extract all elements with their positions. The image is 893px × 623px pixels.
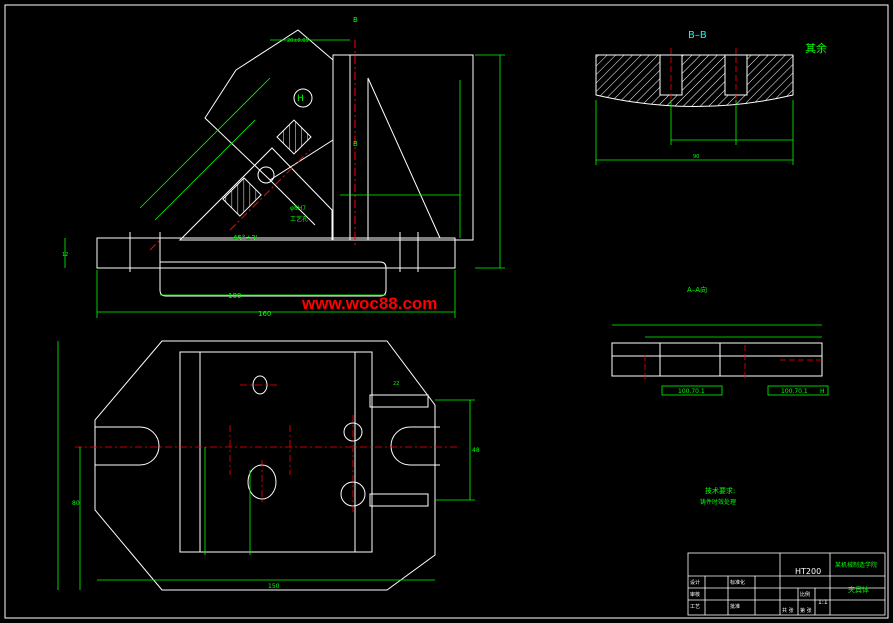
angle-label: 45°±3': [233, 234, 258, 242]
sheet-border: [4, 4, 889, 619]
top-centerlines: [75, 384, 460, 515]
front-view: [96, 29, 474, 297]
dim-160: 160: [258, 310, 271, 318]
title-row-4: 批准: [730, 603, 740, 610]
material-code: HT200: [795, 567, 821, 576]
hole-label: φ8H7: [290, 205, 306, 212]
dim-100: 100: [228, 292, 241, 300]
section-marker-bottom: B: [353, 140, 358, 148]
top-dimensions: [57, 341, 475, 590]
title-meta-1: 第 张: [800, 607, 812, 614]
dim-top-small: 20±0.05: [287, 38, 309, 44]
dim-150: 150: [268, 583, 280, 590]
rest-roughness-label: 其余: [805, 41, 827, 55]
tolerance-2: 100.70.1: [781, 388, 808, 395]
title-meta-2: 比例: [800, 591, 810, 598]
title-row-3: 标准化: [730, 579, 745, 586]
section-marker-top: B: [353, 16, 358, 24]
title-row-1: 审核: [690, 591, 700, 598]
watermark: www.woc88.com: [301, 294, 437, 313]
title-row-0: 设计: [690, 579, 700, 586]
hole-note: 工艺孔: [290, 215, 308, 223]
tech-req-title: 技术要求:: [705, 486, 735, 495]
title-block: [687, 552, 886, 616]
section-bb-view: [595, 48, 794, 165]
title-meta-3: 1:1: [818, 599, 828, 606]
tech-req-body: 铸件时效处理: [700, 498, 736, 506]
h-marker: H: [297, 94, 304, 104]
tolerance-letter: H: [820, 388, 825, 395]
dim-90: 90: [693, 154, 699, 160]
front-dimensions: [64, 39, 505, 318]
title-meta-0: 共 张: [782, 607, 794, 614]
tolerance-1: 100.70.1: [678, 388, 705, 395]
view-aa: [611, 324, 829, 396]
front-centerlines: [149, 40, 356, 251]
title-block-name: 夹具体: [848, 585, 869, 594]
dim-12: 12: [62, 252, 68, 258]
dim-80: 80: [72, 500, 80, 507]
top-view: [94, 340, 440, 591]
title-row-2: 工艺: [690, 604, 700, 610]
title-block-school: 某机械制造学院: [835, 561, 877, 569]
dim-48: 48: [472, 447, 480, 454]
section-bb-title: B–B: [688, 30, 707, 41]
dim-22: 22: [393, 381, 399, 387]
view-aa-title: A–A向: [687, 285, 707, 294]
